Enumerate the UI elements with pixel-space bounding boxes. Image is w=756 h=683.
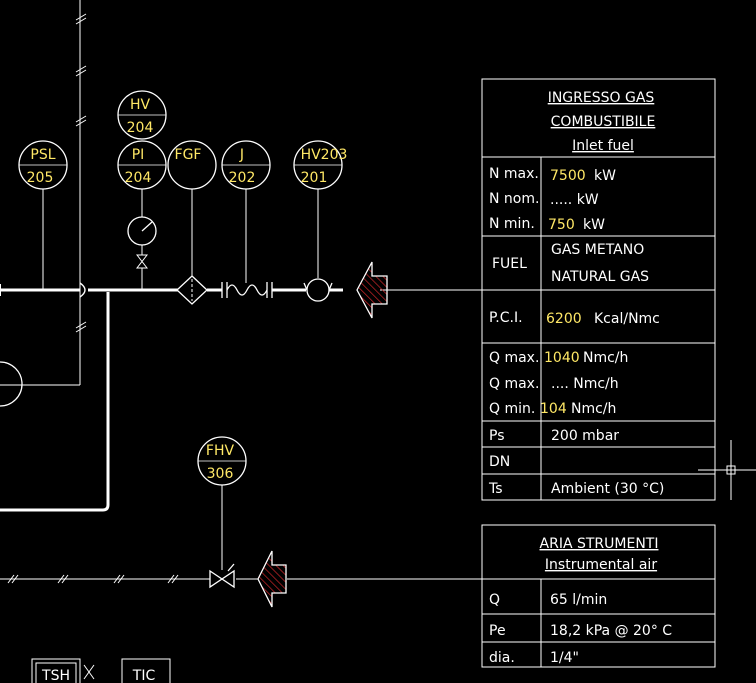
instrument-psl-205[interactable]: PSL 205 (18, 140, 68, 290)
instrument-pi-204[interactable]: PI 204 (117, 140, 167, 217)
air-q-label: Q (489, 592, 500, 608)
n-max-label: N max. (489, 166, 539, 182)
air-pe-label: Pe (489, 623, 506, 639)
fuel-value-1: GAS METANO (551, 242, 644, 258)
gas-subtitle: Inlet fuel (572, 138, 634, 154)
air-inlet-arrow (257, 550, 287, 608)
hv204-number: 204 (127, 120, 154, 136)
gas-title-1: INGRESSO GAS (548, 90, 655, 106)
instrument-hv-201[interactable]: HV203 201 (293, 140, 348, 278)
ts-value: Ambient (30 °C) (551, 481, 664, 497)
air-q-value: 65 l/min (550, 592, 607, 608)
j-number: 202 (229, 170, 256, 186)
n-nom-label: N nom. (489, 191, 539, 207)
ps-label: Ps (489, 428, 505, 444)
pi-number: 204 (125, 170, 152, 186)
n-nom-value: ..... kW (550, 192, 599, 208)
main-gas-pipe (0, 282, 482, 512)
q-max2-label: Q max. (489, 376, 539, 392)
psl-number: 205 (27, 170, 54, 186)
pci-unit: Kcal/Nmc (594, 311, 660, 327)
ps-value: 200 mbar (551, 428, 619, 444)
crosshair-cursor[interactable] (698, 440, 756, 500)
hv201-tag: HV203 (301, 147, 348, 163)
pressure-gauge (127, 216, 157, 290)
pci-label: P.C.I. (489, 310, 523, 326)
instrument-fhv-306[interactable]: FHV 306 (197, 436, 247, 570)
n-min-value: 750 (548, 217, 575, 233)
q-min-label: Q min. (489, 401, 535, 417)
q-max-unit: Nmc/h (583, 350, 628, 366)
pci-value: 6200 (546, 311, 582, 327)
instrument-j-202[interactable]: J 202 (221, 140, 271, 283)
air-subtitle: Instrumental air (545, 557, 657, 573)
fhv-tag: FHV (206, 443, 235, 459)
hv204-tag: HV (130, 97, 151, 113)
gas-inlet-arrow (356, 261, 388, 319)
q-max2-value: .... Nmc/h (551, 376, 619, 392)
flexible-joint (221, 282, 273, 298)
hand-valve-201 (303, 278, 333, 302)
n-max-value: 7500 (550, 168, 586, 184)
bottom-tag-tic: TIC (132, 668, 156, 683)
n-max-unit: kW (594, 168, 616, 184)
instrument-air-table: ARIA STRUMENTI Instrumental air Q 65 l/m… (481, 524, 716, 668)
left-vertical-line (0, 0, 87, 407)
n-min-unit: kW (583, 217, 605, 233)
ts-label: Ts (488, 481, 503, 497)
q-min-unit: Nmc/h (571, 401, 616, 417)
q-max-label: Q max. (489, 350, 539, 366)
air-pe-value: 18,2 kPa @ 20° C (550, 623, 672, 639)
fgf-tag: FGF (175, 147, 202, 163)
n-min-label: N min. (489, 216, 535, 232)
hv201-number: 201 (301, 170, 328, 186)
psl-tag: PSL (30, 147, 55, 163)
instrument-air-pipe (0, 574, 482, 584)
air-title: ARIA STRUMENTI (540, 536, 659, 552)
gas-inlet-table: INGRESSO GAS COMBUSTIBILE Inlet fuel N m… (481, 78, 716, 501)
air-dia-value: 1/4" (550, 650, 579, 666)
fuel-label: FUEL (492, 256, 527, 272)
j-tag: J (239, 147, 244, 163)
fuel-value-2: NATURAL GAS (551, 269, 649, 285)
q-max-value: 1040 (544, 350, 580, 366)
instrument-fgf[interactable]: FGF (167, 140, 217, 276)
q-min-value: 104 (540, 401, 567, 417)
pi-tag: PI (132, 147, 145, 163)
bottom-instrument-boxes: TSH TIC (31, 658, 171, 683)
fhv-number: 306 (207, 466, 234, 482)
bottom-tag-tsh: TSH (41, 668, 70, 683)
dn-label: DN (489, 454, 510, 470)
air-valve (209, 563, 235, 589)
gas-title-2: COMBUSTIBILE (551, 114, 656, 130)
instrument-hv-204[interactable]: HV 204 (117, 90, 167, 140)
fuel-gas-filter (176, 275, 208, 305)
air-dia-label: dia. (489, 650, 515, 666)
